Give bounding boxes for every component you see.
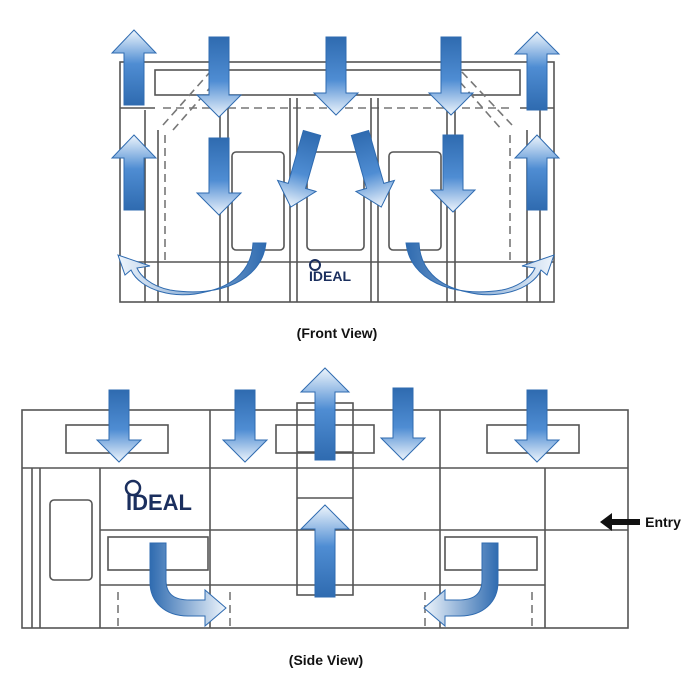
supply-down-arrow (95, 389, 143, 463)
exhaust-up-arrow (513, 134, 561, 211)
side-view-caption: (Side View) (288, 652, 364, 668)
svg-text:IDEAL: IDEAL (309, 268, 351, 284)
supply-down-arrow (312, 36, 360, 116)
supply-down-arrow (379, 387, 427, 461)
angled-down-arrow (350, 129, 396, 208)
exhaust-up-arrow (110, 29, 158, 106)
svg-text:IDEAL: IDEAL (126, 490, 192, 515)
front-view-logo: IDEAL (309, 259, 351, 284)
exhaust-up-arrow (299, 367, 351, 461)
front-view-caption: (Front View) (296, 325, 378, 341)
supply-down-arrow (195, 137, 243, 216)
entry-label: Entry (645, 514, 681, 530)
front-view-airflow-arrows (110, 29, 561, 296)
exhaust-up-arrow (299, 504, 351, 598)
angled-down-arrow (276, 129, 322, 208)
curved-return-arrow (149, 542, 227, 628)
supply-down-arrow (221, 389, 269, 463)
supply-down-arrow (513, 389, 561, 463)
side-view-airflow-arrows (95, 367, 640, 628)
supply-down-arrow (427, 36, 475, 116)
curved-return-arrow (423, 542, 499, 628)
supply-down-arrow (429, 134, 477, 213)
curved-return-arrow (405, 242, 555, 296)
exhaust-up-arrow (110, 134, 158, 211)
curved-return-arrow (117, 242, 267, 296)
entry-arrow-icon (600, 513, 640, 531)
exhaust-up-arrow (513, 31, 561, 111)
supply-down-arrow (195, 36, 243, 118)
side-view-logo: IDEAL (124, 479, 192, 515)
